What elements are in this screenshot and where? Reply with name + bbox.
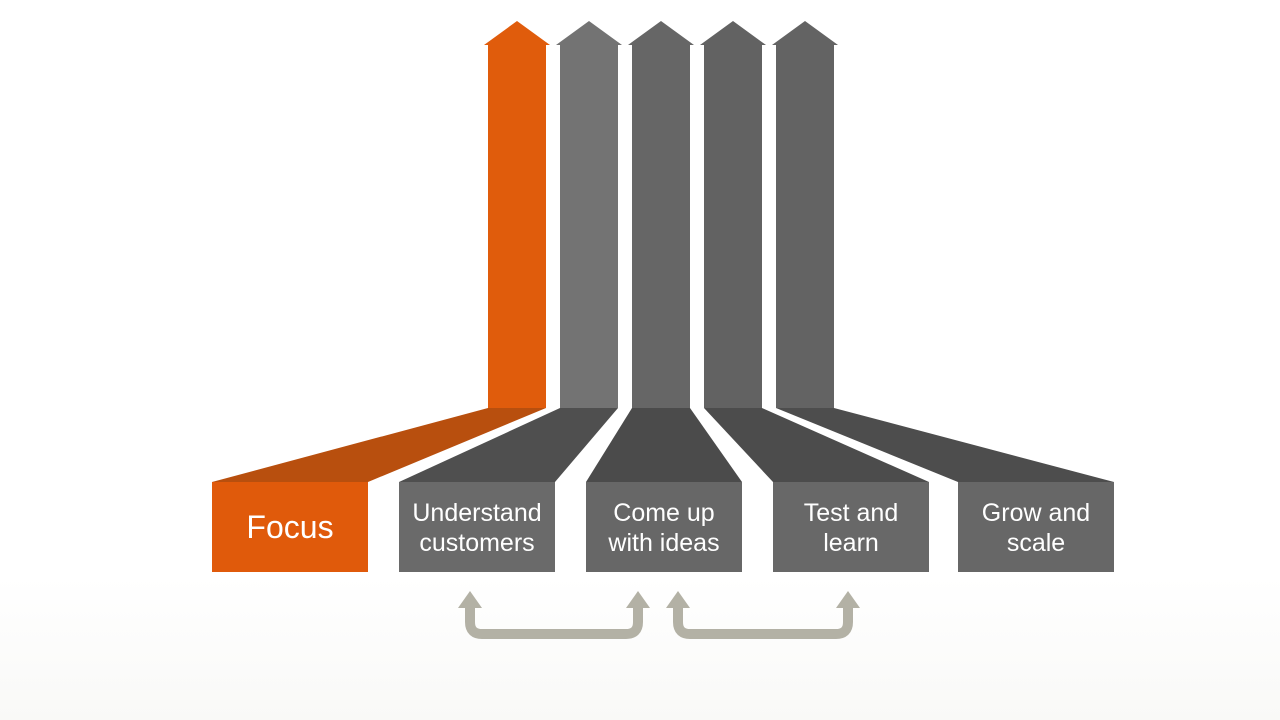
feedback-loop-1-arrowhead-2 [626,591,650,608]
connector-5 [776,408,1114,482]
connector-3 [586,408,742,482]
stage-label-1-line-1: Focus [246,509,333,545]
up-arrow-1 [484,21,550,408]
feedback-loop-group [458,591,860,639]
up-arrow-group [484,21,838,408]
stage-box-4 [773,482,929,572]
stage-label-3-line-1: Come up [613,499,714,527]
up-arrow-4 [700,21,766,408]
connector-4 [704,408,929,482]
stage-box-3 [586,482,742,572]
stage-label-2-line-2: customers [419,529,534,557]
stage-label-2-line-1: Understand [412,499,541,527]
stage-label-5-line-2: scale [1007,529,1065,557]
stage-label-4-line-1: Test and [804,499,899,527]
up-arrow-2 [556,21,622,408]
feedback-loop-2-arrowhead-1 [666,591,690,608]
stage-box-5 [958,482,1114,572]
stage-label-4-line-2: learn [823,529,879,557]
connector-1 [212,408,546,482]
feedback-loop-2 [673,604,853,639]
connector-group [212,408,1114,482]
connector-2 [399,408,618,482]
stage-label-5-line-1: Grow and [982,499,1090,527]
up-arrow-3 [628,21,694,408]
stage-box-1 [212,482,368,572]
stage-label-3-line-2: with ideas [607,529,719,557]
up-arrow-5 [772,21,838,408]
feedback-loop-2-arrowhead-2 [836,591,860,608]
feedback-loop-1 [465,604,643,639]
feedback-loop-1-arrowhead-1 [458,591,482,608]
stage-box-2 [399,482,555,572]
